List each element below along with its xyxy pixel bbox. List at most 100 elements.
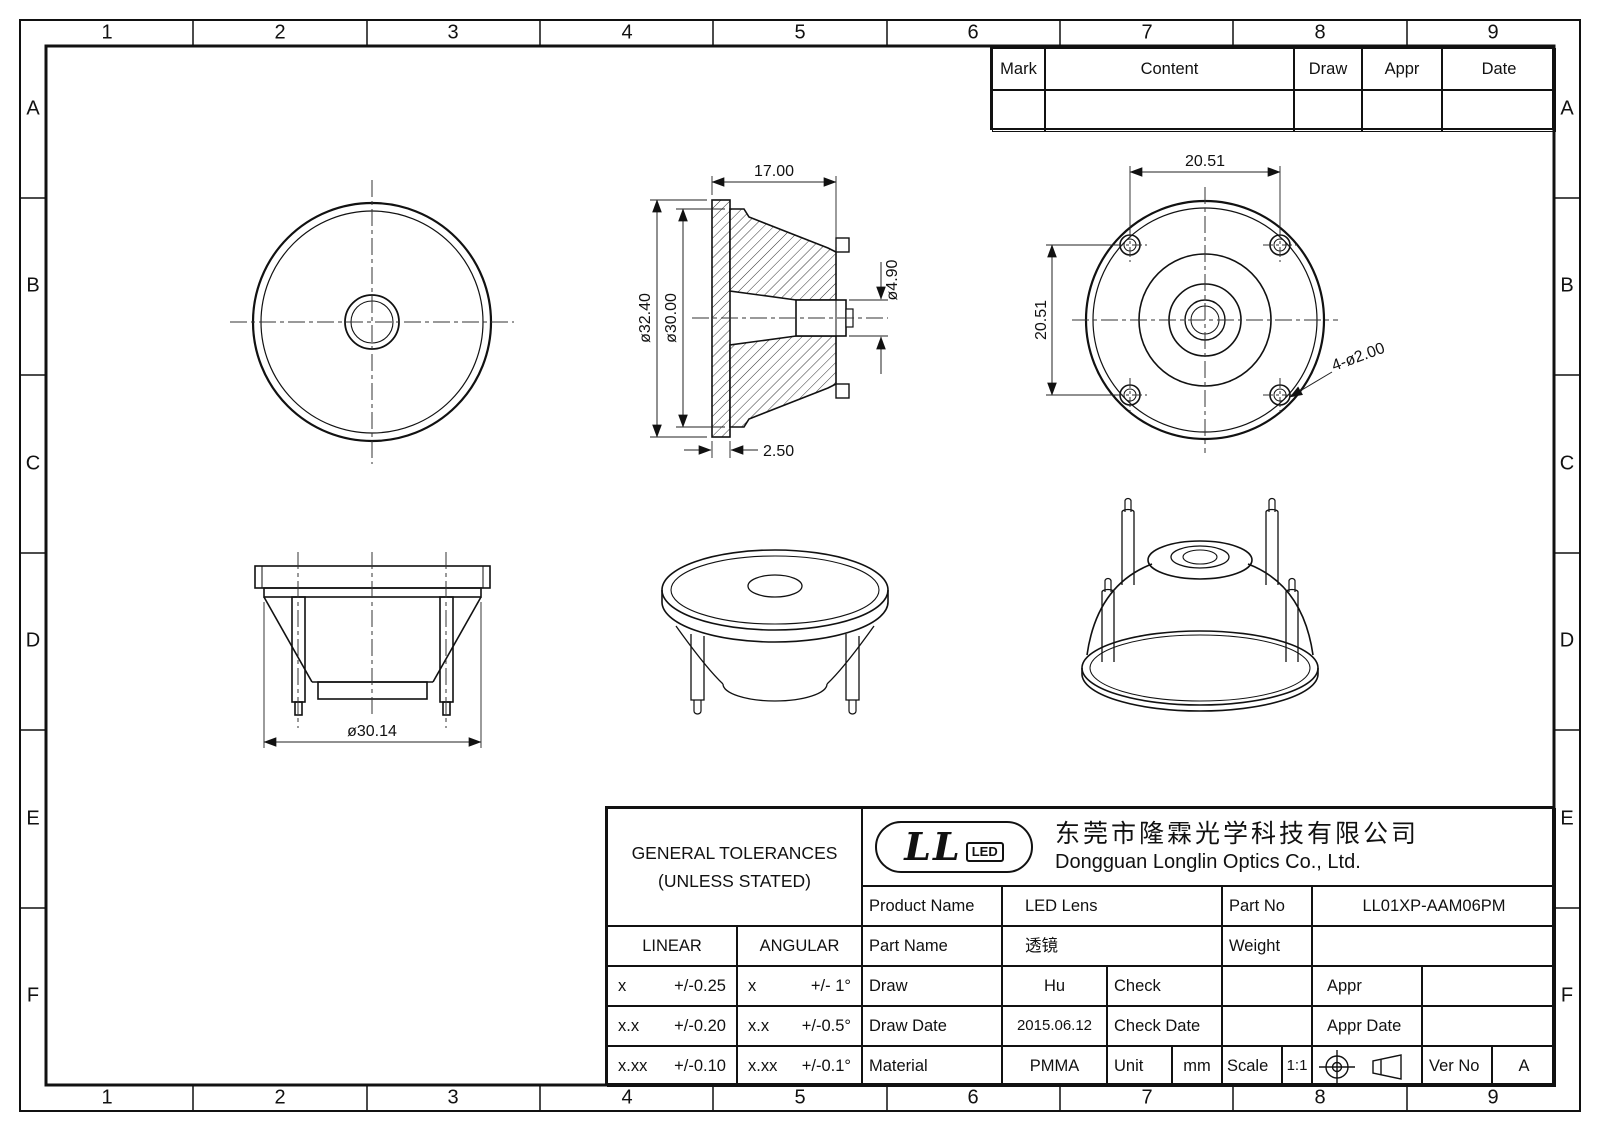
tolerance-symbol: x.xx	[748, 1057, 778, 1076]
revision-header-date: Date	[1442, 48, 1556, 90]
grid-col-label: 8	[1314, 1086, 1326, 1109]
revision-table: Mark Content Draw Appr Date	[990, 46, 1556, 132]
dim-back-holes: 4-ø2.00	[1330, 340, 1388, 375]
tolerance-value: +/-0.25	[674, 976, 726, 995]
grid-col-label: 4	[621, 21, 633, 44]
tolerance-angular-header: ANGULAR	[737, 926, 862, 966]
tolerance-value: +/- 1°	[810, 976, 851, 995]
part-no-value: LL01XP-AAM06PM	[1312, 886, 1556, 926]
grid-col-label: 1	[101, 21, 113, 44]
company-cell: LL LED 东莞市隆霖光学科技有限公司 Dongguan Longlin Op…	[862, 808, 1556, 886]
grid-row-label: A	[26, 97, 40, 120]
front-view	[230, 180, 514, 464]
grid-row-label: E	[1560, 807, 1574, 830]
led-badge: LED	[965, 841, 1004, 863]
weight-label: Weight	[1222, 926, 1312, 966]
appr-label: Appr	[1312, 966, 1422, 1006]
tolerance-title-line2: (UNLESS STATED)	[658, 871, 811, 891]
revision-row-mark	[992, 90, 1045, 132]
company-name-en: Dongguan Longlin Optics Co., Ltd.	[1055, 850, 1361, 873]
scale-value: 1:1	[1282, 1046, 1312, 1087]
dim-side-od: ø30.14	[347, 723, 397, 740]
grid-col-label: 4	[621, 1086, 633, 1109]
draw-by-value: Hu	[1002, 966, 1107, 1006]
grid-col-label: 5	[794, 21, 806, 44]
grid-row-label: C	[25, 452, 41, 475]
grid-col-label: 1	[101, 1086, 113, 1109]
projection-symbol-cell	[1312, 1046, 1422, 1087]
grid-col-label: 6	[967, 1086, 979, 1109]
part-no-label: Part No	[1222, 886, 1312, 926]
dim-section-flange: 2.50	[763, 443, 794, 460]
revision-row-appr	[1362, 90, 1442, 132]
tolerance-linear-header: LINEAR	[607, 926, 737, 966]
grid-col-label: 7	[1141, 1086, 1153, 1109]
unit-value: mm	[1172, 1046, 1222, 1087]
tolerance-title: GENERAL TOLERANCES (UNLESS STATED)	[607, 808, 862, 926]
revision-header-mark: Mark	[992, 48, 1045, 90]
product-name-value: LED Lens	[1002, 886, 1222, 926]
part-name-label: Part Name	[862, 926, 1002, 966]
grid-row-label: D	[1559, 629, 1575, 652]
tolerance-value: +/-0.1°	[801, 1057, 851, 1076]
dim-back-pitch-h: 20.51	[1185, 153, 1225, 170]
grid-row-label: C	[1559, 452, 1575, 475]
title-block: GENERAL TOLERANCES (UNLESS STATED) LINEA…	[605, 806, 1556, 1087]
grid-col-label: 3	[447, 21, 459, 44]
tolerance-value: +/-0.10	[674, 1057, 726, 1076]
tolerance-symbol: x.x	[618, 1016, 640, 1035]
draw-date-value: 2015.06.12	[1002, 1006, 1107, 1046]
grid-row-label: A	[1560, 97, 1574, 120]
unit-label: Unit	[1107, 1046, 1172, 1087]
tolerance-angular-row-2: x.x +/-0.5°	[737, 1006, 862, 1046]
grid-col-label: 6	[967, 21, 979, 44]
dim-section-od: ø32.40	[637, 293, 654, 343]
check-label: Check	[1107, 966, 1222, 1006]
revision-header-appr: Appr	[1362, 48, 1442, 90]
draw-date-label: Draw Date	[862, 1006, 1002, 1046]
side-view: ø30.14	[254, 552, 491, 748]
iso-rear-view	[1081, 497, 1319, 712]
dim-section-pin: ø4.90	[884, 259, 901, 300]
company-name-cn: 东莞市隆霖光学科技有限公司	[1055, 820, 1420, 849]
grid-row-label: D	[25, 629, 41, 652]
tolerance-symbol: x.xx	[618, 1057, 648, 1076]
grid-col-label: 9	[1487, 1086, 1499, 1109]
grid-col-label: 5	[794, 1086, 806, 1109]
grid-col-label: 3	[447, 1086, 459, 1109]
company-logo: LL LED	[875, 821, 1033, 873]
revision-header-draw: Draw	[1294, 48, 1362, 90]
rear-view: 20.51 20.51 4-ø2.00	[1033, 153, 1387, 453]
grid-row-label: F	[1560, 984, 1574, 1007]
grid-col-label: 8	[1314, 21, 1326, 44]
check-date-value	[1222, 1006, 1312, 1046]
grid-row-label: F	[26, 984, 40, 1007]
tolerance-value: +/-0.5°	[801, 1016, 851, 1035]
appr-date-value	[1422, 1006, 1556, 1046]
revision-row-content	[1045, 90, 1294, 132]
ver-no-value: A	[1492, 1046, 1556, 1087]
tolerance-value: +/-0.20	[674, 1016, 726, 1035]
grid-col-label: 9	[1487, 21, 1499, 44]
grid-row-label: E	[26, 807, 40, 830]
logo-ll-text: LL	[904, 824, 962, 869]
tolerance-symbol: x	[618, 976, 627, 995]
appr-by-value	[1422, 966, 1556, 1006]
tolerance-title-line1: GENERAL TOLERANCES	[631, 843, 838, 863]
grid-col-label: 2	[274, 1086, 286, 1109]
material-label: Material	[862, 1046, 1002, 1087]
weight-value	[1312, 926, 1556, 966]
product-name-label: Product Name	[862, 886, 1002, 926]
ver-no-label: Ver No	[1422, 1046, 1492, 1087]
grid-col-label: 7	[1141, 21, 1153, 44]
grid-row-label: B	[26, 274, 40, 297]
dim-back-pitch-v: 20.51	[1033, 300, 1050, 340]
revision-row-date	[1442, 90, 1556, 132]
tolerance-linear-row-3: x.xx +/-0.10	[607, 1046, 737, 1087]
tolerance-symbol: x	[748, 976, 757, 995]
tolerance-linear-row-1: x +/-0.25	[607, 966, 737, 1006]
tolerance-linear-row-2: x.x +/-0.20	[607, 1006, 737, 1046]
scale-label: Scale	[1222, 1046, 1282, 1087]
